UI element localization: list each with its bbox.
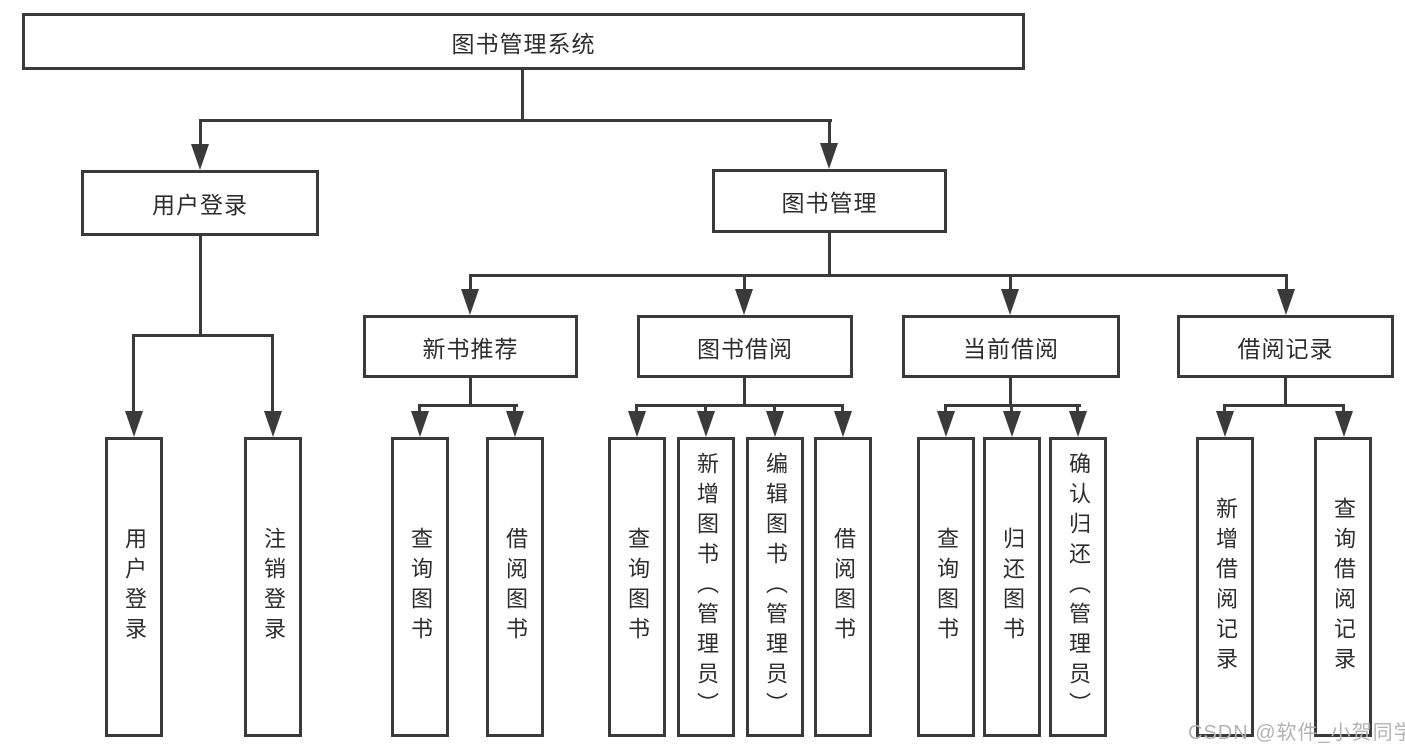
leaf-logout: 注销登录	[244, 437, 302, 737]
node-user-login: 用户登录	[81, 170, 319, 236]
arrow-down-icon	[125, 411, 143, 437]
connector-bb-stem	[743, 274, 746, 291]
connector-ul-leaf2-stem	[271, 334, 274, 412]
connector-user-login-stem	[199, 119, 202, 147]
connector-nbr-rail	[418, 404, 518, 407]
node-book-borrow: 图书借阅	[637, 315, 853, 378]
leaf-borrow-books-2: 借阅图书	[814, 437, 872, 737]
connector-book-management-stem	[828, 119, 831, 147]
arrow-down-icon	[834, 411, 852, 437]
arrow-down-icon	[1335, 411, 1353, 437]
arrow-down-icon	[937, 411, 955, 437]
connector-bb-leaf3-stem	[773, 404, 776, 414]
connector-nbr-leaf2-stem	[513, 404, 516, 414]
connector-bb-leaf2-stem	[704, 404, 707, 414]
arrow-down-icon	[411, 411, 429, 437]
connector-ul-leaf1-stem	[132, 334, 135, 412]
arrow-down-icon	[1069, 411, 1087, 437]
arrow-down-icon	[1001, 289, 1019, 315]
node-current-borrow: 当前借阅	[902, 315, 1120, 378]
arrow-down-icon	[1216, 411, 1234, 437]
leaf-add-borrow-record: 新增借阅记录	[1196, 437, 1254, 737]
arrow-down-icon	[735, 289, 753, 315]
arrow-down-icon	[506, 411, 524, 437]
connector-br-down	[1284, 378, 1287, 407]
arrow-down-icon	[461, 289, 479, 315]
connector-level3-rail	[469, 274, 1288, 277]
node-borrow-record: 借阅记录	[1177, 315, 1394, 378]
connector-bb-leaf4-stem	[841, 404, 844, 414]
leaf-borrow-books-1: 借阅图书	[486, 437, 544, 737]
connector-ul-rail	[132, 334, 274, 337]
connector-bb-down	[743, 378, 746, 407]
leaf-user-login: 用户登录	[105, 437, 163, 737]
connector-root-stem	[521, 69, 524, 121]
connector-cb-leaf1-stem	[944, 404, 947, 414]
arrow-down-icon	[628, 411, 646, 437]
connector-br-rail	[1223, 404, 1345, 407]
connector-bb-rail	[635, 404, 844, 407]
node-root: 图书管理系统	[22, 13, 1025, 70]
connector-br-leaf1-stem	[1223, 404, 1226, 414]
arrow-down-icon	[1003, 411, 1021, 437]
connector-bm-stem	[828, 233, 831, 276]
arrow-down-icon	[697, 411, 715, 437]
connector-nbr-stem	[469, 274, 472, 291]
arrow-down-icon	[191, 144, 209, 170]
connector-br-leaf2-stem	[1342, 404, 1345, 414]
connector-cb-stem	[1009, 274, 1012, 291]
leaf-query-borrow-record: 查询借阅记录	[1314, 437, 1372, 737]
leaf-confirm-return-admin: 确认归还（管理员）	[1049, 437, 1107, 737]
connector-ul-stem	[199, 236, 202, 337]
connector-bb-leaf1-stem	[635, 404, 638, 414]
arrow-down-icon	[1277, 289, 1295, 315]
connector-br-stem	[1285, 274, 1288, 291]
leaf-edit-books-admin: 编辑图书（管理员）	[746, 437, 804, 737]
connector-cb-down	[1009, 378, 1012, 407]
leaf-query-books-1: 查询图书	[391, 437, 449, 737]
node-new-book-recommend: 新书推荐	[363, 315, 578, 378]
arrow-down-icon	[766, 411, 784, 437]
leaf-query-books-2: 查询图书	[608, 437, 666, 737]
leaf-add-books-admin: 新增图书（管理员）	[677, 437, 735, 737]
connector-nbr-down	[469, 378, 472, 407]
connector-level2-rail	[199, 119, 832, 122]
connector-cb-leaf2-stem	[1010, 404, 1013, 414]
arrow-down-icon	[264, 411, 282, 437]
leaf-return-books: 归还图书	[983, 437, 1041, 737]
arrow-down-icon	[820, 143, 838, 169]
connector-nbr-leaf1-stem	[418, 404, 421, 414]
connector-cb-leaf3-stem	[1076, 404, 1079, 414]
node-book-management: 图书管理	[712, 169, 947, 233]
csdn-watermark: CSDN @软件_小贺同学	[1188, 722, 1405, 744]
leaf-query-books-3: 查询图书	[917, 437, 975, 737]
